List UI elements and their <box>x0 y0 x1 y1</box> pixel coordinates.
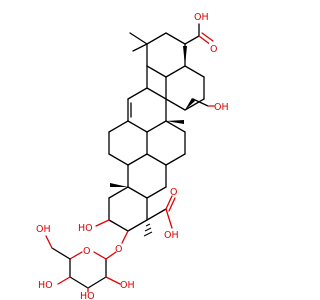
sugar-ho-bottom-label: HO <box>80 291 95 300</box>
cooh-mid-oh-label: OH <box>164 230 179 241</box>
ring-c <box>127 65 167 133</box>
methyl-bond <box>129 32 148 45</box>
molecule-drawing: OH O OH <box>36 10 229 300</box>
hydroxymethyl-group <box>185 98 215 110</box>
methyl-c8 <box>166 120 184 124</box>
ring-o-label: O <box>83 246 90 257</box>
carboxyl-mid <box>143 195 176 237</box>
sugar-ho-left-label: HO <box>38 280 53 291</box>
cooh-mid-o-label: O <box>170 187 177 198</box>
methyl-bond <box>132 43 148 52</box>
cooh-top-o-label: O <box>210 44 217 55</box>
sugar-oh-right-label: OH <box>120 280 135 291</box>
glycosidic-o-label: O <box>115 244 122 255</box>
structure-canvas: OH O OH <box>36 10 229 300</box>
sugar-ring <box>45 235 121 293</box>
sugar-ch2oh-label: OH <box>36 224 51 235</box>
ring-d <box>165 65 205 111</box>
ring-a <box>108 164 167 232</box>
hydroxyl-c2 <box>95 219 110 227</box>
ch2oh-oh-label: OH <box>214 102 229 113</box>
glycosidic-link <box>105 230 129 260</box>
carboxyl-top <box>183 23 214 66</box>
ring-b <box>108 120 186 166</box>
ring-e <box>129 32 186 78</box>
ring-ho-label: HO <box>78 223 93 234</box>
cooh-top-oh-label: OH <box>194 12 209 23</box>
